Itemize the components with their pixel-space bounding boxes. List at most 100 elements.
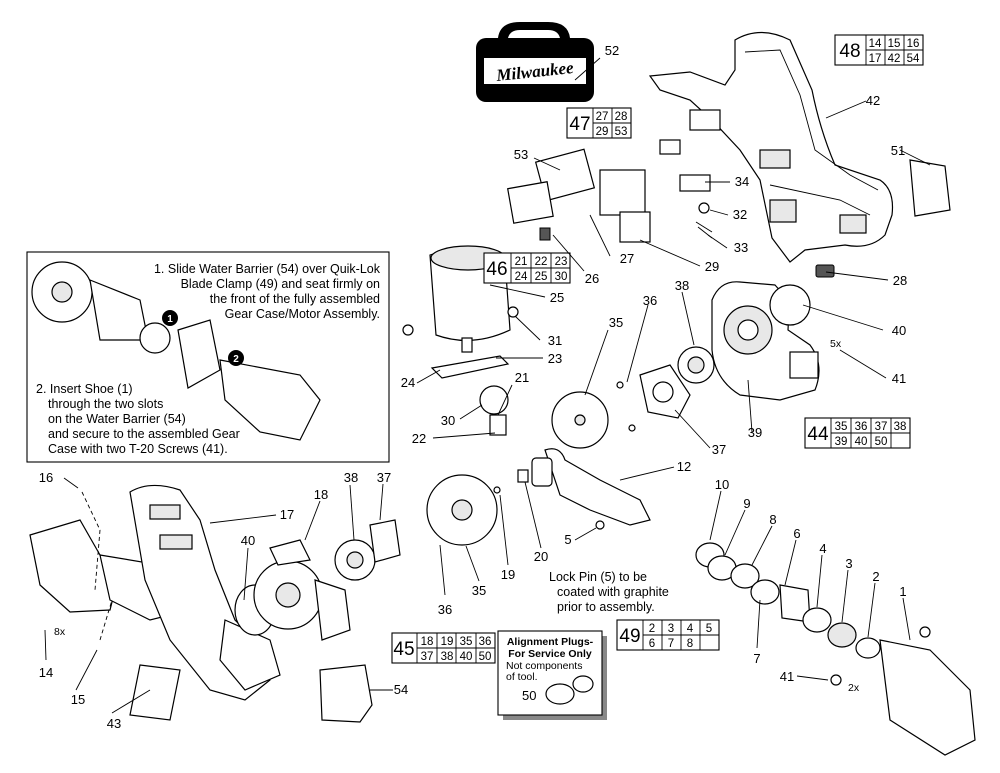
callout-16: 16 [39,470,53,485]
callout-18: 18 [314,487,328,502]
svg-text:15: 15 [888,38,901,50]
callout-21: 21 [515,370,529,385]
callout-4: 4 [819,541,826,556]
callout-39: 39 [748,425,762,440]
inset-step2-line1: 2. Insert Shoe (1) [36,382,133,396]
assembly-box-49: 49 2 3 4 5 6 7 8 [616,619,720,651]
svg-text:19: 19 [441,636,454,648]
svg-text:49: 49 [619,626,640,647]
callout-6: 6 [793,526,800,541]
callout-1: 1 [899,584,906,599]
qty-label-14: 8x [54,626,66,638]
callout-37b: 37 [377,470,391,485]
callout-30: 30 [441,413,455,428]
callout-31: 31 [548,333,562,348]
svg-text:Alignment Plugs-: Alignment Plugs- [507,636,594,648]
svg-text:21: 21 [515,256,528,268]
assembly-box-47: 47 27 28 29 53 [566,107,632,139]
svg-text:50: 50 [875,436,888,448]
svg-text:29: 29 [596,126,609,138]
callout-53: 53 [514,147,528,162]
inset-instructions-box: 1 2 1. Slide Water Barrier (54) over Qui… [26,251,390,463]
callout-25: 25 [550,290,564,305]
inset-step2-line2: through the two slots [48,397,163,411]
svg-text:1: 1 [167,314,173,325]
svg-text:14: 14 [869,38,882,50]
callout-41a: 41 [892,371,906,386]
inset-step1-line4: Gear Case/Motor Assembly. [225,307,380,321]
callout-27: 27 [620,251,634,266]
assembly-box-44: 44 35 36 37 38 39 40 50 [804,417,911,449]
callout-37a: 37 [712,442,726,457]
switch-parts-group [507,148,951,278]
svg-text:Lock Pin (5) to be: Lock Pin (5) to be [549,570,647,584]
svg-text:37: 37 [875,421,888,433]
svg-text:36: 36 [855,421,868,433]
callout-38a: 38 [675,278,689,293]
gear-case-part-39 [711,281,820,401]
svg-text:37: 37 [421,651,434,663]
callout-33: 33 [734,240,748,255]
svg-text:40: 40 [855,436,868,448]
callout-24: 24 [401,375,415,390]
inset-step1-line2: Blade Clamp (49) and seat firmly on [181,277,380,291]
callout-32: 32 [733,207,747,222]
inset-step2-line3: on the Water Barrier (54) [48,412,186,426]
lockpin-note: Lock Pin (5) to be coated with graphite … [549,570,669,614]
callout-3: 3 [845,556,852,571]
callout-5: 5 [564,532,571,547]
callout-41b: 41 [780,669,794,684]
callout-52: 52 [605,43,619,58]
svg-text:6: 6 [649,638,655,650]
svg-text:45: 45 [393,639,414,660]
svg-text:For Service Only: For Service Only [508,648,592,660]
callout-9: 9 [743,496,750,511]
svg-text:46: 46 [486,259,507,280]
leader-lines [44,57,931,714]
bearings-plates-mid [551,346,715,449]
svg-text:39: 39 [835,436,848,448]
svg-text:36: 36 [479,636,492,648]
svg-text:of tool.: of tool. [506,671,538,683]
callout-14: 14 [39,665,53,680]
svg-text:25: 25 [535,271,548,283]
callout-7: 7 [753,651,760,666]
callout-40a: 40 [892,323,906,338]
callout-54: 54 [394,682,408,697]
svg-text:prior to assembly.: prior to assembly. [557,600,655,614]
svg-text:48: 48 [839,41,860,62]
inset-marker-2 [228,350,244,366]
svg-text:17: 17 [869,53,882,65]
callout-34: 34 [735,174,749,189]
qty-label-41b: 2x [848,682,860,694]
inset-step1-line1: 1. Slide Water Barrier (54) over Quik-Lo… [154,262,381,276]
svg-text:35: 35 [835,421,848,433]
svg-text:50: 50 [479,651,492,663]
svg-text:50: 50 [522,688,536,703]
callout-23: 23 [548,351,562,366]
callout-8: 8 [769,512,776,527]
lower-housing-group [29,448,651,723]
callout-43: 43 [107,716,121,731]
svg-text:28: 28 [615,111,628,123]
svg-text:40: 40 [460,651,473,663]
callout-36a: 36 [643,293,657,308]
callout-36b: 36 [438,602,452,617]
svg-text:22: 22 [535,256,548,268]
callout-10: 10 [715,477,729,492]
carrying-case-part-52: Milwaukee [476,22,594,102]
callout-20: 20 [534,549,548,564]
callout-numbers: 52 42 51 53 34 32 33 26 27 29 28 25 31 3… [39,43,907,731]
svg-text:Not components: Not components [506,660,582,672]
svg-text:44: 44 [807,424,829,445]
inset-step2-line4: and secure to the assembled Gear [48,427,240,441]
svg-text:53: 53 [615,126,628,138]
blade-clamp-parts [695,542,976,756]
svg-text:7: 7 [668,638,674,650]
svg-text:38: 38 [441,651,454,663]
callout-26: 26 [585,271,599,286]
callout-2: 2 [872,569,879,584]
svg-text:8: 8 [687,638,693,650]
svg-text:24: 24 [515,271,528,283]
alignment-plugs-box: Alignment Plugs- For Service Only Not co… [497,630,607,720]
